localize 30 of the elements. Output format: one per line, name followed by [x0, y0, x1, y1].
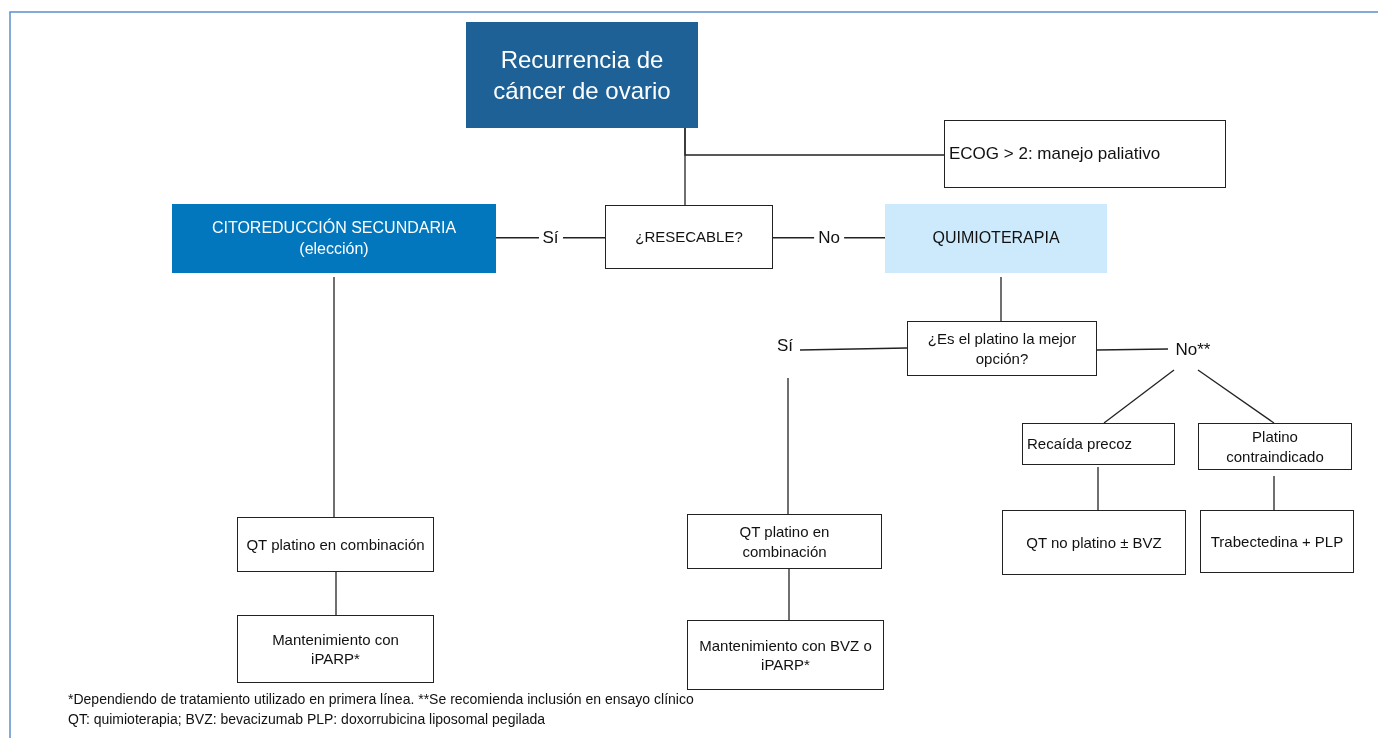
process-box: CITOREDUCCIÓN SECUNDARIA (elección): [172, 204, 496, 273]
process-box: Mantenimiento con iPARP*: [237, 615, 434, 683]
connector-line: [799, 347, 908, 351]
connector-line: [1000, 276, 1002, 322]
branch-label: Sí: [776, 334, 794, 357]
connector-line: [684, 127, 945, 156]
process-box: QT no platino ± BVZ: [1002, 510, 1186, 575]
branch-label: No**: [1175, 338, 1211, 361]
process-box: ¿Es el platino la mejor opción?: [907, 321, 1097, 376]
process-box: ECOG > 2: manejo paliativo: [944, 120, 1226, 188]
process-box: Recaída precoz: [1022, 423, 1175, 465]
title-box: Recurrencia de cáncer de ovario: [466, 22, 698, 128]
process-box: Trabectedina + PLP: [1200, 510, 1354, 573]
connector-line: [1273, 475, 1275, 511]
process-box: QT platino en combinación: [687, 514, 882, 569]
connector-line: [333, 276, 335, 518]
footnote: *Dependiendo de tratamiento utilizado en primera línea. **Se recomienda inclusión en ensayo clínico: [68, 691, 694, 707]
connector-line: [787, 377, 789, 515]
connector-line: [1103, 369, 1175, 424]
process-box: ¿RESECABLE?: [605, 205, 773, 269]
process-box: QUIMIOTERAPIA: [885, 204, 1107, 273]
process-box: Mantenimiento con BVZ o iPARP*: [687, 620, 884, 690]
process-box: Platino contraindicado: [1198, 423, 1352, 470]
connector-line: [1096, 348, 1169, 351]
connector-line: [1097, 466, 1099, 511]
connector-line: [1197, 369, 1275, 424]
connector-line: [335, 571, 337, 616]
process-box: QT platino en combinación: [237, 517, 434, 572]
footnote: QT: quimioterapia; BVZ: bevacizumab PLP: doxorrubicina liposomal pegilada: [68, 711, 546, 727]
connector-line: [788, 568, 790, 621]
